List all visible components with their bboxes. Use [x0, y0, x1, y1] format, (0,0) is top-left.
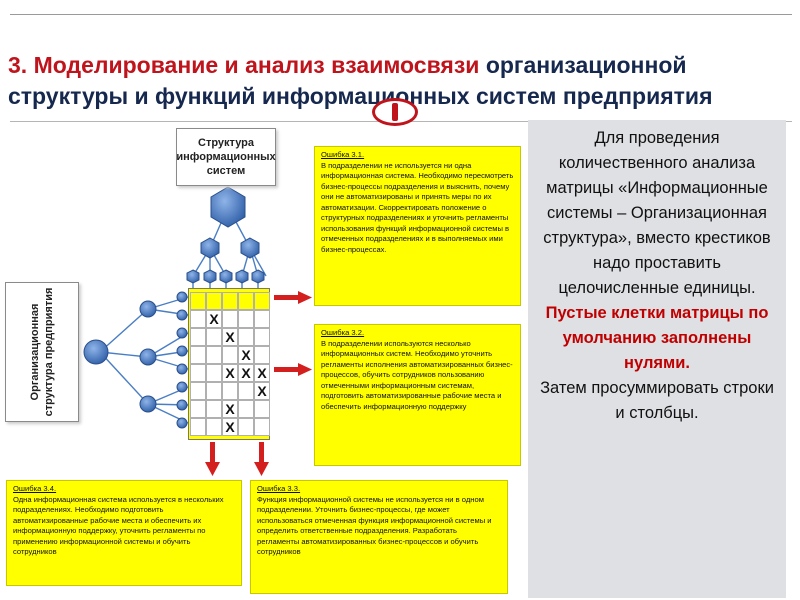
matrix-cell-mark: X: [206, 310, 222, 328]
matrix-cell: [238, 382, 254, 400]
org-node-leaf: [176, 381, 188, 393]
hexagon-node-left: [200, 237, 220, 259]
matrix-cell: [254, 292, 270, 310]
matrix-cell: [254, 328, 270, 346]
hexagon-node-root: [210, 186, 246, 228]
matrix-cell-mark: X: [222, 328, 238, 346]
title-red-part: 3. Моделирование и анализ взаимосвязи: [8, 52, 486, 78]
matrix-cell-mark: X: [222, 418, 238, 436]
matrix-cell: [206, 292, 222, 310]
note-body: Одна информационная система используется…: [13, 494, 224, 557]
org-node-mid: [139, 348, 157, 366]
is-structure-box: Структура информационных систем: [176, 128, 276, 186]
note-error-3-2: Ошибка 3.2. В подразделении используются…: [314, 324, 521, 466]
matrix-cell: [238, 292, 254, 310]
hexagon-node-right: [240, 237, 260, 259]
title-line-1: 3. Моделирование и анализ взаимосвязи ор…: [8, 50, 792, 81]
explanation-panel: Для проведения количественного анализа м…: [528, 120, 786, 598]
org-node-leaf: [176, 363, 188, 375]
matrix-cell-mark: X: [222, 364, 238, 382]
matrix-cell: [206, 364, 222, 382]
note-error-3-4: Ошибка 3.4. Одна информационная система …: [6, 480, 242, 586]
top-frame-line: [10, 14, 792, 15]
matrix-cell: [254, 310, 270, 328]
arrow-down-left: [210, 442, 215, 464]
arrow-right-upper: [274, 295, 300, 300]
note-body: Функция информационной системы не исполь…: [257, 494, 492, 557]
org-node-leaf: [176, 309, 188, 321]
org-node-leaf: [176, 291, 188, 303]
note-body: В подразделении не используется ни одна …: [321, 160, 514, 254]
matrix-cell: [206, 328, 222, 346]
hexagon-leaf: [235, 269, 249, 284]
arrow-right-lower: [274, 367, 300, 372]
arrow-down-right: [259, 442, 264, 464]
explanation-text: Для проведения количественного анализа м…: [543, 129, 771, 297]
hexagon-leaf: [219, 269, 233, 284]
explanation-highlight: Пустые клетки матрицы по умолчанию запол…: [545, 304, 769, 372]
emblem-icon: [372, 98, 418, 126]
matrix-cell-mark: X: [238, 346, 254, 364]
diagram-connectors: [83, 186, 312, 476]
org-node-leaf: [176, 345, 188, 357]
matrix-cell: [190, 292, 206, 310]
matrix-cell-mark: X: [222, 400, 238, 418]
org-structure-label: Организационная структура предприятия: [29, 287, 55, 417]
matrix-cell: [190, 364, 206, 382]
note-title: Ошибка 3.4.: [13, 484, 57, 493]
matrix-cell: [190, 382, 206, 400]
matrix-cell: [238, 328, 254, 346]
note-error-3-1: Ошибка 3.1. В подразделении не используе…: [314, 146, 521, 306]
note-title: Ошибка 3.1.: [321, 150, 365, 159]
matrix-cell: [190, 400, 206, 418]
matrix-cell: [222, 292, 238, 310]
title-navy-part: организационной: [485, 52, 687, 78]
matrix-cell: [238, 310, 254, 328]
org-node-leaf: [176, 417, 188, 429]
matrix-cell: [206, 346, 222, 364]
matrix-cell: [222, 346, 238, 364]
matrix-cell-mark: X: [254, 382, 270, 400]
title-line-2: структуры и функций информационных систе…: [8, 83, 713, 109]
matrix-cell: [222, 310, 238, 328]
matrix-cell: [190, 346, 206, 364]
matrix-cell: [206, 400, 222, 418]
hexagon-leaf: [186, 269, 200, 284]
org-node-leaf: [176, 399, 188, 411]
org-structure-box: Организационная структура предприятия: [5, 282, 79, 422]
note-title: Ошибка 3.2.: [321, 328, 365, 337]
matrix-cell: [238, 400, 254, 418]
matrix-cell: [190, 418, 206, 436]
matrix-cell: [206, 418, 222, 436]
org-node-root: [83, 339, 109, 365]
hexagon-leaf: [203, 269, 217, 284]
matrix-cell: [254, 418, 270, 436]
matrix-cell: [254, 346, 270, 364]
matrix-cell: [190, 328, 206, 346]
note-title: Ошибка 3.3.: [257, 484, 301, 493]
note-error-3-3: Ошибка 3.3. Функция информационной систе…: [250, 480, 508, 594]
matrix-cell-mark: X: [238, 364, 254, 382]
org-node-mid: [139, 395, 157, 413]
note-body: В подразделении используются несколько и…: [321, 338, 513, 411]
slide-title: 3. Моделирование и анализ взаимосвязи ор…: [8, 50, 792, 112]
explanation-conclusion: Затем просуммировать строки и столбцы.: [540, 379, 774, 422]
matrix-cell: [206, 382, 222, 400]
org-node-mid: [139, 300, 157, 318]
matrix-cell: [238, 418, 254, 436]
is-structure-label: Структура информационных систем: [176, 137, 276, 177]
hexagon-leaf: [251, 269, 265, 284]
matrix-cell: [222, 382, 238, 400]
org-node-leaf: [176, 327, 188, 339]
matrix-cell-mark: X: [254, 364, 270, 382]
matrix-cell: [190, 310, 206, 328]
matrix-cell: [254, 400, 270, 418]
